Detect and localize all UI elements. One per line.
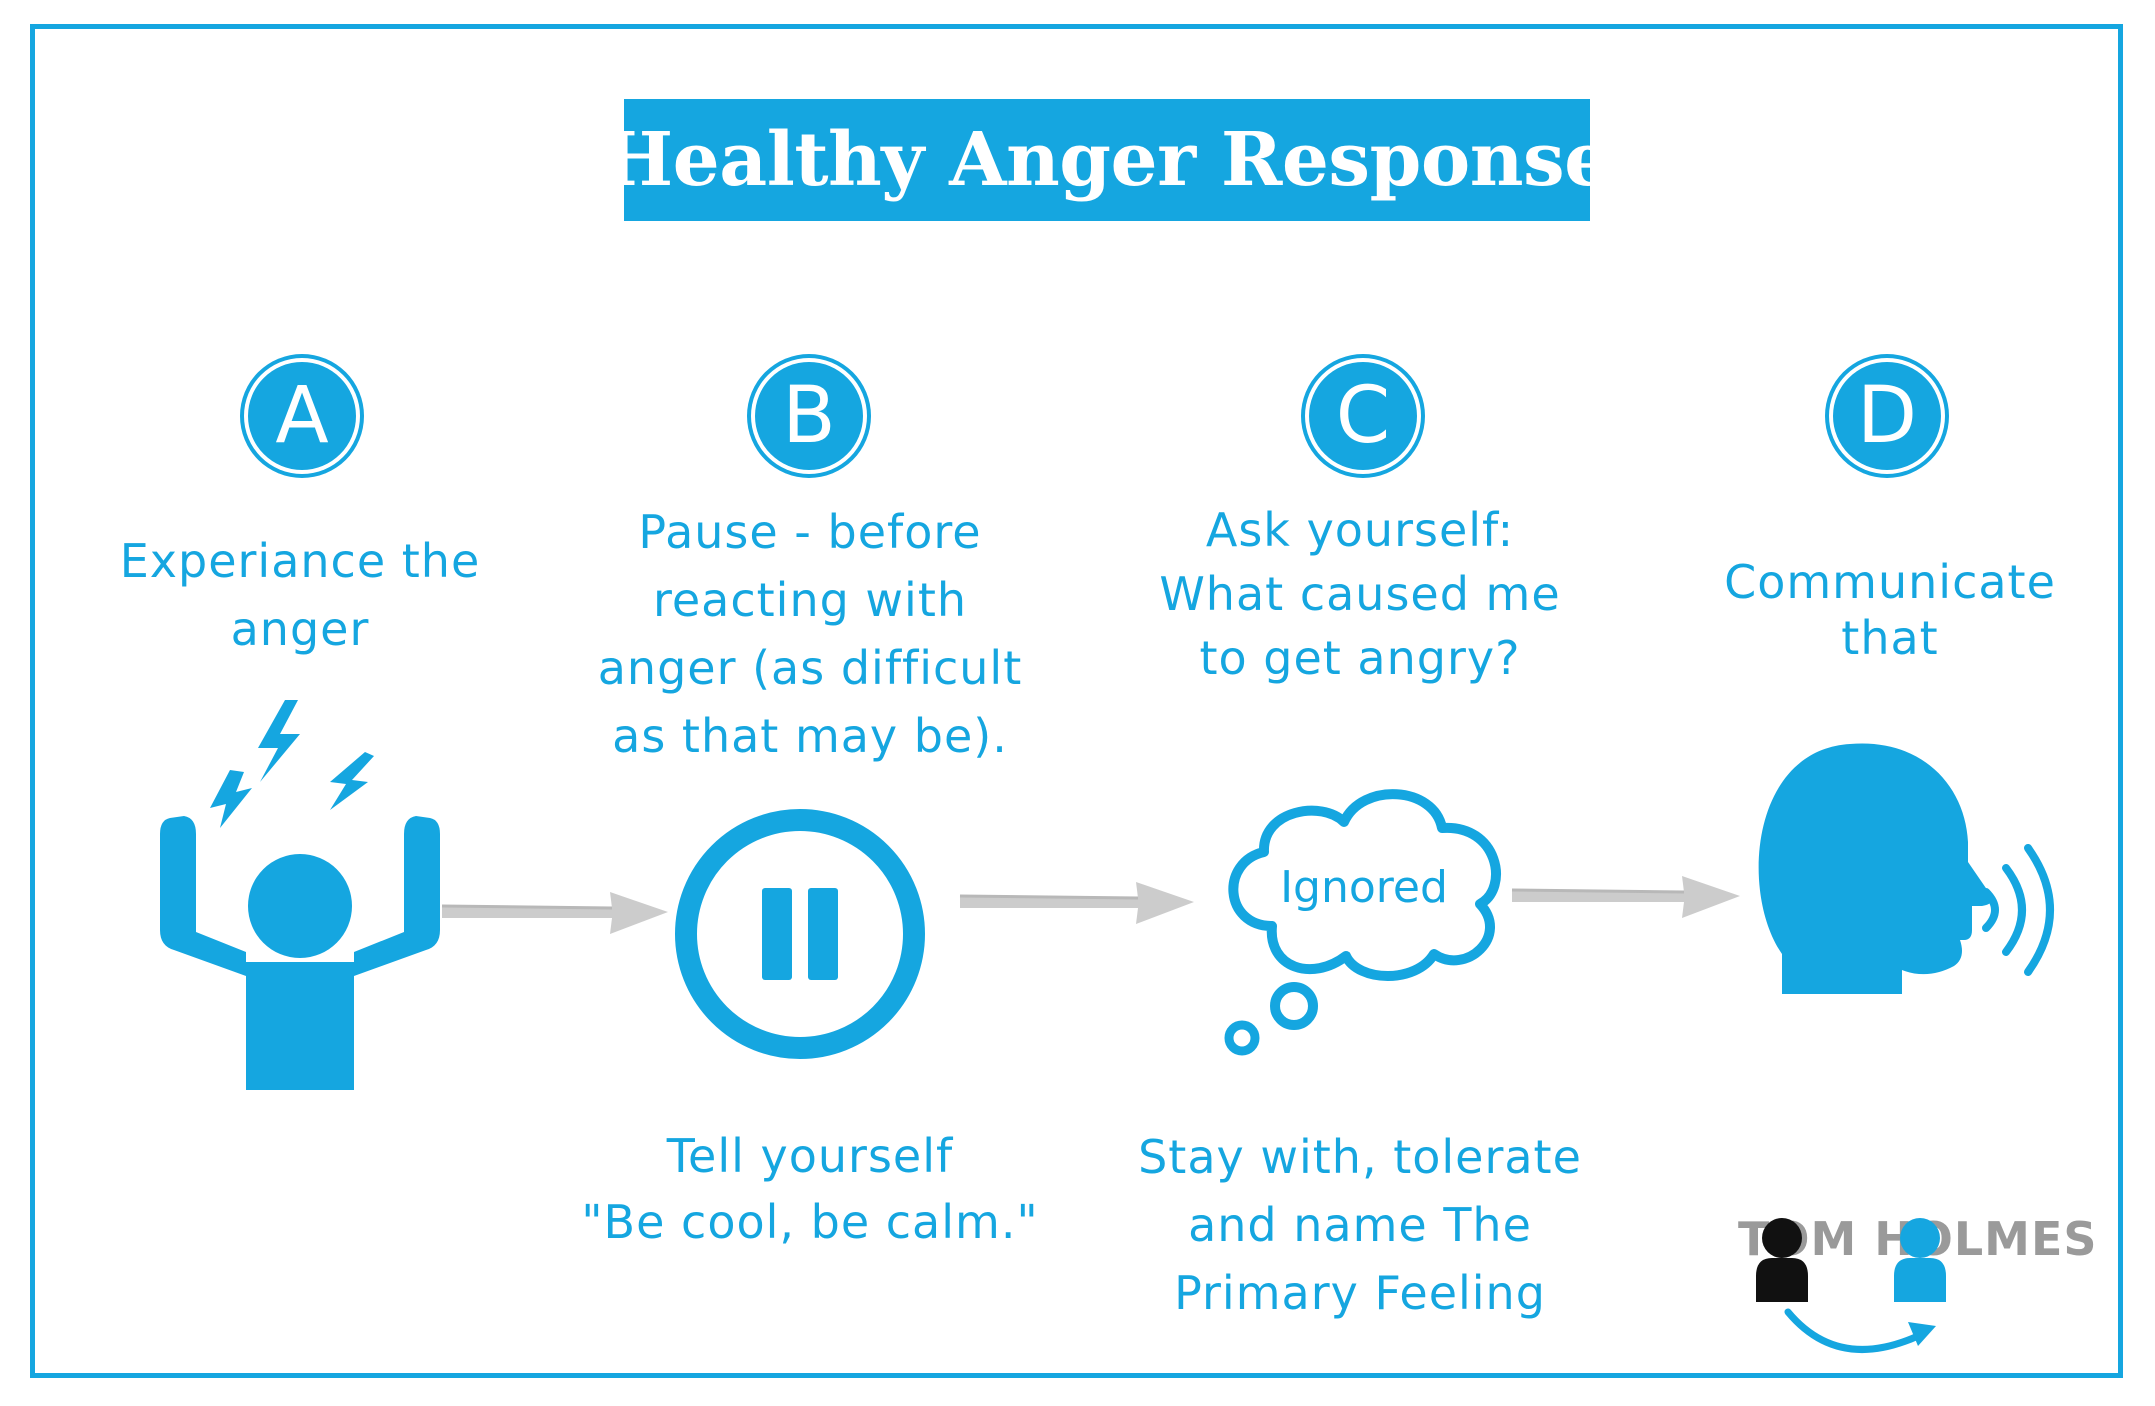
step-a-text: Experiance the anger — [119, 534, 481, 656]
step-b-bottom-text: Tell yourself "Be cool, be calm." — [581, 1129, 1039, 1249]
step-a-badge: A — [248, 362, 356, 470]
diagram-frame — [30, 24, 2123, 1378]
thought-cloud-icon: Ignored — [1224, 789, 1501, 1056]
brand-people-icon — [1756, 1218, 1946, 1353]
arrow-a-to-b-icon — [441, 892, 668, 934]
arrow-b-to-c-icon — [959, 882, 1194, 924]
step-c-bottom-text: Stay with, tolerate and name The Primary… — [1138, 1130, 1582, 1320]
step-a-letter: A — [275, 371, 329, 461]
title-banner: Healthy Anger Response — [603, 99, 1611, 221]
angry-person-icon — [160, 700, 440, 1090]
diagram-title: Healthy Anger Response — [603, 117, 1611, 203]
arrow-c-to-d-icon — [1511, 876, 1740, 918]
step-d-letter: D — [1856, 371, 1918, 461]
brand-logo: TOM HOLMES — [1738, 1212, 2097, 1362]
step-d-badge: D — [1833, 362, 1941, 470]
speaking-head-icon — [1758, 743, 2054, 994]
step-b-letter: B — [782, 371, 836, 461]
step-b-badge: B — [755, 362, 863, 470]
step-d-text: Communicate that — [1724, 555, 2056, 665]
pause-icon — [675, 809, 925, 1059]
step-c-badge: C — [1309, 362, 1417, 470]
thought-cloud-label: Ignored — [1280, 862, 1448, 913]
step-b-text: Pause - before reacting with anger (as d… — [597, 505, 1023, 763]
step-c-text: Ask yourself: What caused me to get angr… — [1159, 503, 1561, 685]
step-c-letter: C — [1335, 371, 1391, 461]
